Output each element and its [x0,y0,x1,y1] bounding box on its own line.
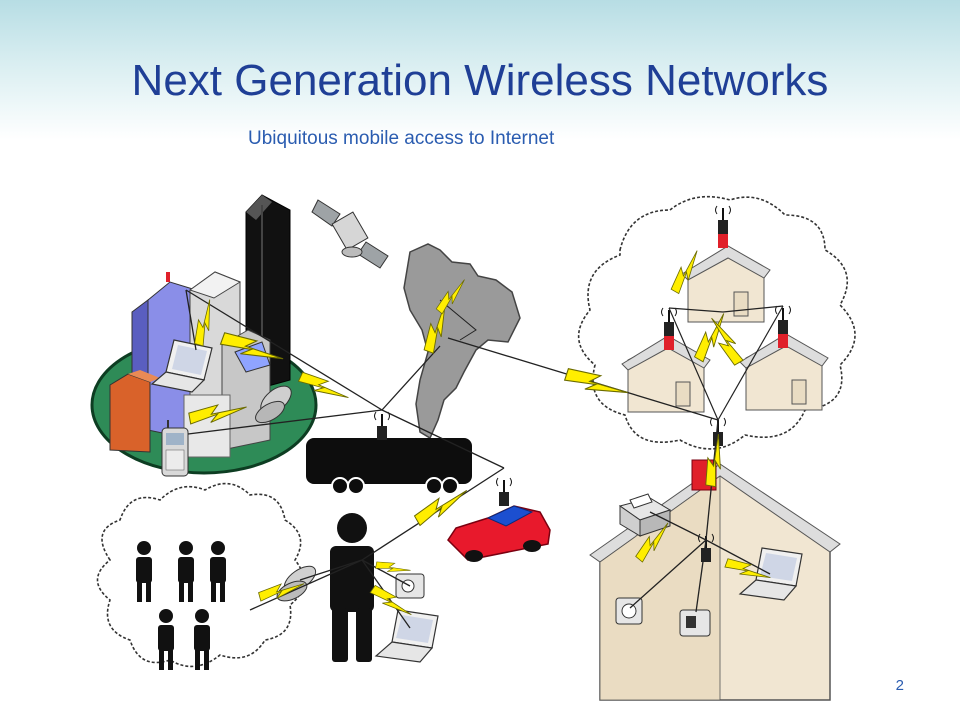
cellphone-icon [161,420,189,477]
building-icon [109,370,160,453]
page-number: 2 [895,677,904,694]
lightning-bolt-icon [375,559,412,576]
camera-icon [679,609,711,637]
antenna-icon [660,205,792,350]
printer-icon [618,493,672,537]
person-icon [136,541,152,602]
house-icon [589,459,841,701]
person-icon [210,541,226,602]
header-gradient [0,0,960,140]
laptop-icon [374,609,439,663]
people-cloud [96,482,305,670]
person-icon [178,541,194,602]
person-icon [158,609,174,670]
mesh-links [668,305,784,421]
lightning-bolt-icon [412,483,472,528]
camera-icon [615,597,643,625]
person-icon [330,513,374,662]
house-icon [739,333,829,411]
satellite-icon [311,199,389,269]
antenna-icon [495,477,513,507]
home-network-cloud [577,195,856,450]
person-icon [194,609,210,670]
crowd [136,541,226,670]
map-icon [403,243,521,440]
bus-icon [306,411,472,495]
slide-title: Next Generation Wireless Networks [131,56,829,105]
house-icon [621,335,711,413]
laptop-icon [150,339,213,393]
slide-subtitle: Ubiquitous mobile access to Internet [248,128,555,149]
car-icon [447,477,551,562]
network-links [185,289,771,629]
antenna-icon [373,411,391,441]
cellphone-icon [255,385,292,424]
